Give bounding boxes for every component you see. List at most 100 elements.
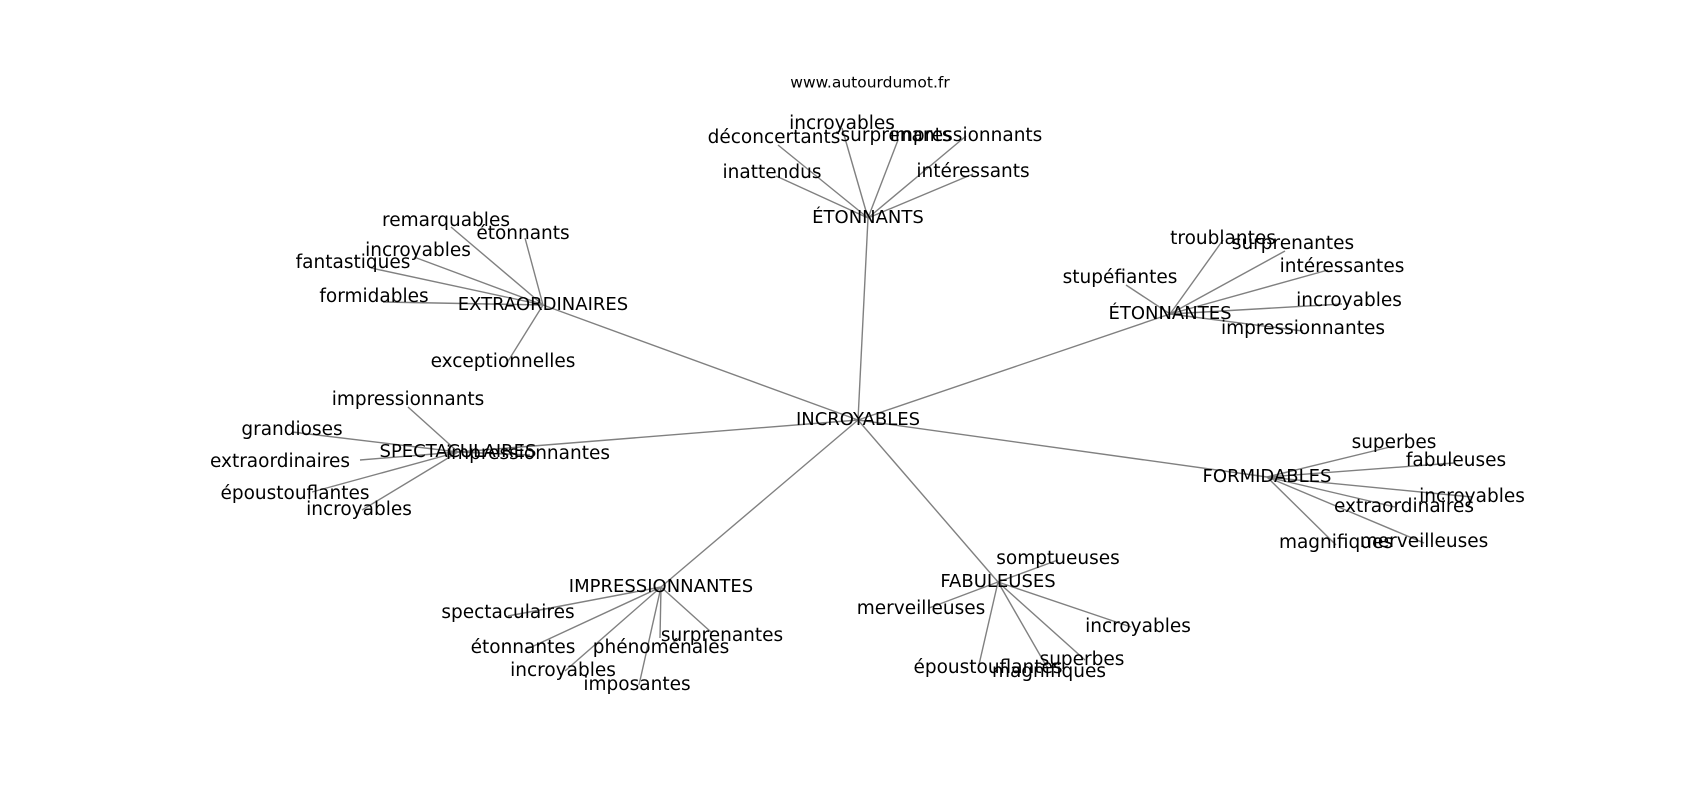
edge-hub-0-leaf-2 — [867, 139, 899, 219]
edge-hub-1-leaf-1 — [524, 237, 544, 306]
edge-hub-6-leaf-4 — [977, 581, 999, 670]
leaf-node-label: superbes — [1352, 432, 1437, 453]
edge-root-hub-5 — [660, 419, 859, 588]
edge-root-hub-2 — [857, 313, 1171, 421]
leaf-node-label: extraordinaires — [210, 451, 350, 472]
leaf-node-label: époustouflantes — [220, 483, 369, 504]
edge-hub-4-leaf-3 — [1266, 476, 1396, 508]
hub-node-label: ÉTONNANTS — [812, 206, 924, 228]
leaf-node-label: étonnantes — [471, 637, 576, 658]
edge-hub-2-leaf-4 — [1169, 303, 1343, 315]
edge-hub-6-leaf-5 — [997, 581, 1049, 670]
edge-hub-0-leaf-1 — [777, 144, 869, 219]
edge-hub-3-leaf-0 — [407, 406, 459, 453]
edge-hub-5-leaf-3 — [659, 586, 662, 639]
leaf-node-label: impressionnants — [332, 389, 485, 410]
edge-hub-0-leaf-4 — [775, 175, 869, 219]
edge-hub-2-leaf-5 — [1169, 313, 1304, 332]
hub-node-label: ÉTONNANTES — [1108, 302, 1231, 324]
leaf-node-label: stupéfiantes — [1063, 267, 1178, 288]
edge-hub-2-leaf-3 — [1125, 284, 1171, 315]
leaf-node-label: surprenantes — [1232, 233, 1354, 254]
leaf-node-label: impressionnants — [890, 125, 1043, 146]
edge-root-hub-6 — [857, 419, 999, 583]
leaf-node-label: spectaculaires — [441, 602, 574, 623]
leaf-node-label: incroyables — [1419, 486, 1525, 507]
edge-root-hub-3 — [457, 419, 859, 453]
leaf-node-label: surprenantes — [661, 625, 783, 646]
edge-hub-1-leaf-0 — [450, 226, 544, 306]
leaf-node-label: troublantes — [1170, 228, 1276, 249]
hub-node-label: IMPRESSIONNANTES — [569, 576, 753, 597]
leaf-node-label: remarquables — [382, 210, 510, 231]
leaf-node-label: somptueuses — [996, 548, 1119, 569]
source-label: www.autourdumot.fr — [790, 74, 950, 92]
edge-hub-3-leaf-5 — [361, 451, 459, 511]
leaf-node-label: exceptionnelles — [431, 351, 576, 372]
edge-hub-0-leaf-3 — [867, 135, 967, 219]
edge-hub-6-leaf-2 — [997, 581, 1132, 628]
leaf-node-label: merveilleuses — [1360, 531, 1489, 552]
edge-hub-3-leaf-2 — [359, 451, 459, 461]
edge-hub-3-leaf-1 — [291, 431, 459, 453]
root-node-label: INCROYABLES — [796, 409, 920, 430]
edge-hub-1-leaf-5 — [504, 304, 544, 367]
edge-hub-4-leaf-4 — [1266, 476, 1337, 546]
leaf-node-label: incroyables — [789, 113, 895, 134]
edge-hub-6-leaf-0 — [997, 559, 1059, 583]
graph-labels: www.autourdumot.fr INCROYABLES ÉTONNANTS i… — [210, 74, 1525, 696]
leaf-node-label: magnifiques — [1279, 532, 1393, 553]
leaf-node-label: imposantes — [583, 674, 690, 695]
edge-hub-2-leaf-0 — [1169, 239, 1224, 315]
edge-hub-5-leaf-5 — [638, 586, 662, 686]
edge-root-hub-0 — [857, 217, 869, 421]
edge-hub-4-leaf-2 — [1266, 476, 1473, 498]
leaf-node-label: intéressantes — [1280, 256, 1405, 277]
edge-hub-5-leaf-4 — [564, 586, 662, 672]
hub-node-label: EXTRAORDINAIRES — [458, 294, 628, 315]
edge-hub-5-leaf-1 — [660, 586, 712, 633]
leaf-node-label: impressionnantes — [1221, 318, 1385, 339]
edge-hub-1-leaf-2 — [413, 256, 544, 306]
hub-node-label: FABULEUSES — [940, 571, 1055, 592]
graph-edges — [291, 127, 1473, 686]
leaf-node-label: incroyables — [365, 240, 471, 261]
leaf-node-label: magnifiques — [992, 661, 1106, 682]
leaf-node-label: incroyables — [306, 499, 412, 520]
leaf-node-label: phénoménales — [593, 637, 730, 658]
edge-hub-2-leaf-1 — [1169, 250, 1286, 315]
leaf-node-label: incroyables — [1085, 616, 1191, 637]
edge-hub-2-leaf-2 — [1169, 269, 1329, 315]
edge-hub-1-leaf-4 — [382, 301, 544, 306]
edge-hub-4-leaf-5 — [1266, 476, 1425, 544]
leaf-node-label: incroyables — [1296, 290, 1402, 311]
leaf-node-label: grandioses — [241, 419, 342, 440]
leaf-node-label: inattendus — [723, 162, 822, 183]
edge-hub-3-leaf-3 — [457, 451, 531, 456]
leaf-node-label: fabuleuses — [1406, 450, 1506, 471]
leaf-node-label: merveilleuses — [857, 598, 986, 619]
edge-hub-4-leaf-1 — [1266, 462, 1455, 478]
edge-hub-0-leaf-5 — [867, 173, 974, 219]
hub-node-label: SPECTACULAIRES — [380, 441, 537, 462]
edge-hub-5-leaf-2 — [524, 586, 662, 651]
leaf-node-label: extraordinaires — [1334, 496, 1474, 517]
leaf-node-label: incroyables — [510, 660, 616, 681]
hub-node-label: FORMIDABLES — [1203, 466, 1332, 487]
edge-hub-6-leaf-3 — [997, 581, 1086, 661]
leaf-node-label: formidables — [319, 286, 428, 307]
edge-hub-4-leaf-0 — [1266, 445, 1395, 478]
edge-hub-3-leaf-4 — [311, 451, 459, 493]
leaf-node-label: étonnants — [476, 223, 569, 244]
leaf-node-label: superbes — [1040, 649, 1125, 670]
leaf-node-label: époustouflantes — [913, 657, 1062, 678]
edge-hub-5-leaf-0 — [507, 586, 662, 617]
edge-root-hub-4 — [857, 419, 1268, 478]
leaf-node-label: intéressants — [916, 161, 1029, 182]
leaf-node-label: surprenants — [841, 125, 952, 146]
edge-root-hub-1 — [542, 304, 859, 421]
edge-hub-1-leaf-3 — [370, 267, 544, 306]
leaf-node-label: fantastiques — [296, 252, 411, 273]
leaf-node-label: impressionnantes — [446, 443, 610, 464]
